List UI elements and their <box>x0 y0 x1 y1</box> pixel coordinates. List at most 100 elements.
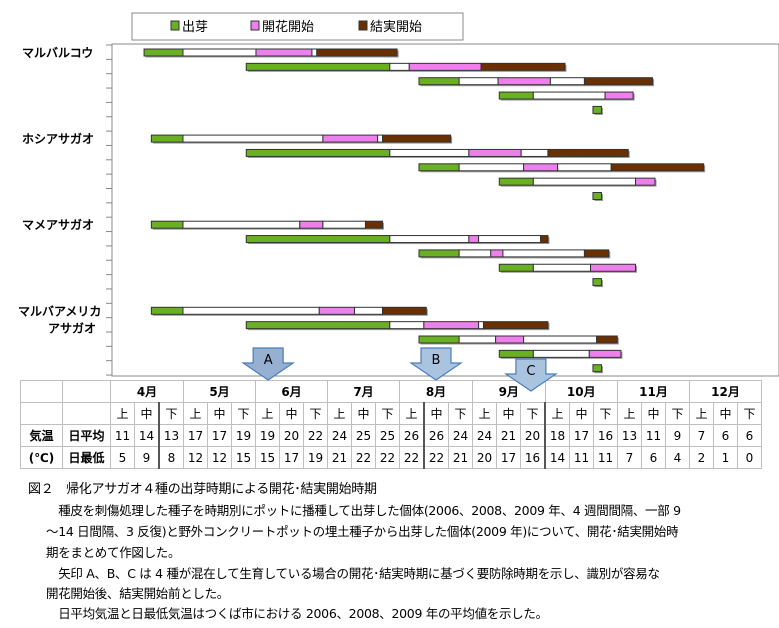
month-header: 5月 <box>183 380 256 403</box>
bar-segment-gap <box>520 148 549 157</box>
caption-line: 種皮を刺傷処理した種子を時期別にポットに播種して出芽した個体(2006、2008… <box>46 503 681 518</box>
bar-segment-flower <box>423 321 480 330</box>
avg-temp-cell: 22 <box>303 424 328 447</box>
bar-segment-sprout <box>498 349 534 358</box>
dekad-header: 中 <box>134 402 160 425</box>
legend-swatch-sprout <box>170 20 180 31</box>
bar-segment-gap <box>322 220 366 229</box>
dekad-header: 下 <box>231 402 256 425</box>
bar-segment-sprout <box>418 335 460 344</box>
avg-temp-cell: 14 <box>134 424 160 447</box>
dekad-header: 下 <box>737 402 762 425</box>
min-temp-cell: 21 <box>327 446 352 469</box>
bar-segment-gap <box>182 220 301 229</box>
avg-temp-cell: 17 <box>183 424 208 447</box>
bar-segment-gap <box>458 335 497 344</box>
min-temp-cell: 22 <box>351 446 376 469</box>
avg-temp-cell: 20 <box>279 424 304 447</box>
min-temp-cell: 0 <box>737 446 762 469</box>
month-header: 8月 <box>399 380 473 403</box>
avg-temp-cell: 24 <box>448 424 473 447</box>
min-temp-cell: 15 <box>255 446 280 469</box>
bar-segment-flower <box>590 263 637 272</box>
month-header: 10月 <box>544 380 618 403</box>
min-temp-cell: 17 <box>496 446 521 469</box>
bar-segment-sprout <box>418 249 460 258</box>
min-temp-cell: 22 <box>423 446 449 469</box>
bar-segment-gap <box>458 163 525 172</box>
bar-segment-fruit <box>364 220 383 229</box>
dekad-header: 下 <box>593 402 618 425</box>
dekad-header: 下 <box>375 402 400 425</box>
bar-segment-flower <box>468 235 480 244</box>
dekad-header: 下 <box>303 402 328 425</box>
bar-segment-gap <box>311 48 318 57</box>
corner-cell <box>20 402 63 425</box>
min-temp-cell: 22 <box>375 446 400 469</box>
caption-line: 期をまとめて作図した。 <box>46 545 181 560</box>
dekad-header: 下 <box>448 402 473 425</box>
bar-segment-gap <box>523 335 598 344</box>
bar-segment-fruit <box>381 134 452 143</box>
min-temp-cell: 12 <box>183 446 208 469</box>
caption-line: ～14 日間隔、3 反復)と野外コンクリートポットの埋土種子から出芽した個体(2… <box>46 524 679 539</box>
avg-temp-cell: 17 <box>207 424 232 447</box>
avg-temp-cell: 16 <box>593 424 618 447</box>
bar-segment-flower <box>588 349 622 358</box>
min-temp-cell: 22 <box>399 446 425 469</box>
avg-temp-cell: 25 <box>351 424 376 447</box>
corner-cell <box>62 402 111 425</box>
bar-segment-gap <box>532 91 606 100</box>
avg-temp-cell: 19 <box>231 424 256 447</box>
min-temp-cell: 15 <box>231 446 256 469</box>
bar-segment-gap <box>532 263 592 272</box>
bar-segment-gap <box>532 177 637 186</box>
min-temp-cell: 5 <box>110 446 135 469</box>
bar-segment-sprout <box>245 235 391 244</box>
species-label: アサガオ <box>48 320 96 335</box>
bar-segment-flower <box>322 134 379 143</box>
row-label-temp: 気温 <box>20 424 63 447</box>
bar-segment-fruit <box>381 306 427 315</box>
legend-label-fruit: 結実開始 <box>370 19 422 35</box>
min-temp-cell: 4 <box>665 446 690 469</box>
dekad-header: 下 <box>158 402 184 425</box>
avg-temp-cell: 13 <box>617 424 642 447</box>
avg-temp-cell: 9 <box>665 424 690 447</box>
dekad-header: 上 <box>110 402 135 425</box>
bar-segment-gap <box>478 321 484 330</box>
bar-segment-sprout <box>592 364 602 373</box>
min-temp-cell: 11 <box>569 446 594 469</box>
bar-segment-flower <box>299 220 324 229</box>
min-temp-cell: 19 <box>303 446 328 469</box>
dekad-header: 上 <box>183 402 208 425</box>
month-header: 6月 <box>255 380 328 403</box>
bar-segment-fruit <box>583 77 654 86</box>
bar-segment-flower <box>255 48 313 57</box>
bar-segment-sprout <box>150 306 184 315</box>
bar-segment-gap <box>182 48 257 57</box>
bar-segment-sprout <box>245 148 391 157</box>
avg-temp-cell: 18 <box>544 424 570 447</box>
month-header: 4月 <box>110 380 184 403</box>
avg-temp-cell: 20 <box>520 424 546 447</box>
bar-segment-sprout <box>418 77 460 86</box>
caption-line: 開花開始後、結実開始前とした。 <box>46 586 230 601</box>
dekad-header: 中 <box>279 402 304 425</box>
bar-segment-gap <box>557 163 612 172</box>
bar-segment-gap <box>354 306 383 315</box>
row-label-unit: (℃) <box>20 446 63 469</box>
min-temp-cell: 7 <box>617 446 642 469</box>
dekad-header: 中 <box>641 402 666 425</box>
species-label: マルバアメリカ <box>18 304 101 318</box>
bar-segment-gap <box>182 306 320 315</box>
bar-segment-fruit <box>547 148 629 157</box>
legend-swatch-fruit <box>358 20 368 31</box>
legend-label-flower: 開花開始 <box>262 19 314 35</box>
avg-temp-cell: 24 <box>327 424 352 447</box>
bar-segment-sprout <box>592 105 602 114</box>
bar-segment-fruit <box>316 48 398 57</box>
avg-temp-cell: 11 <box>110 424 135 447</box>
avg-temp-cell: 19 <box>255 424 280 447</box>
